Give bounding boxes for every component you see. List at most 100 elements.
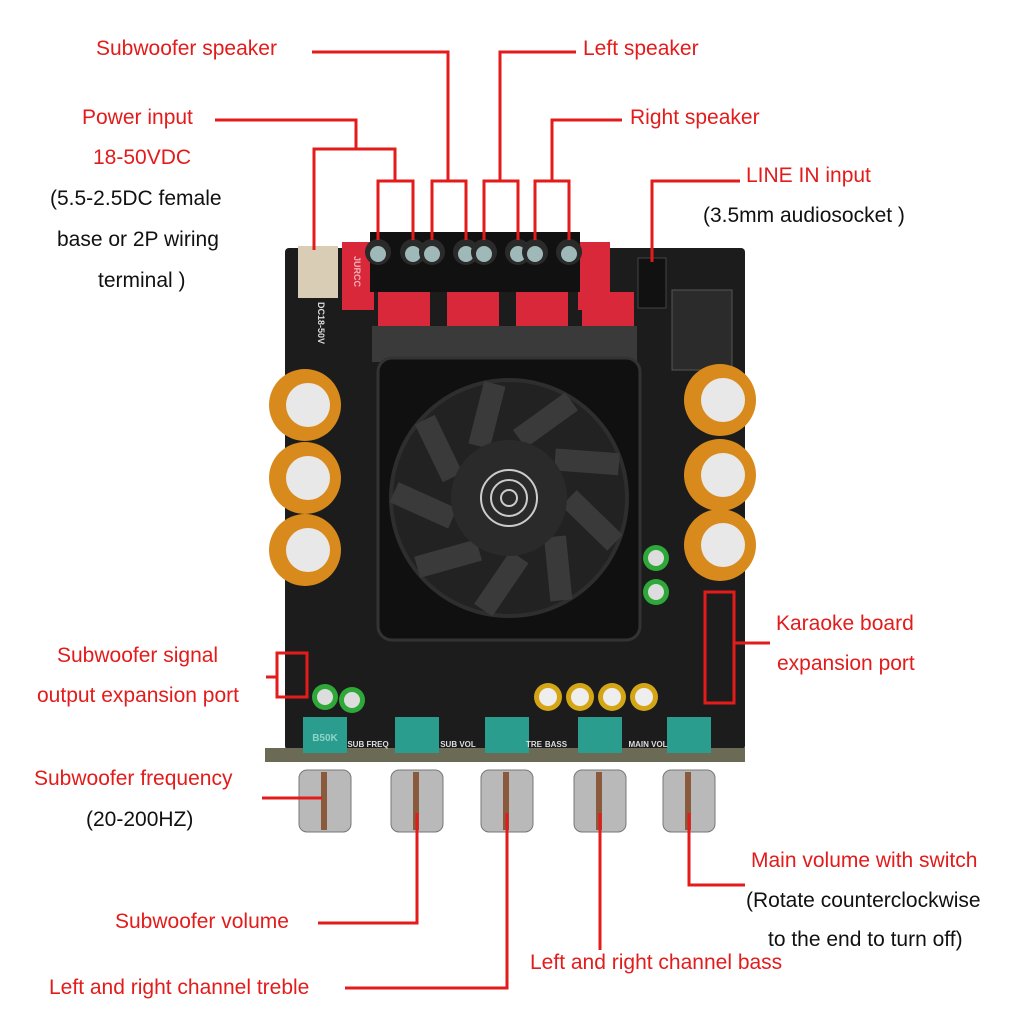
fan-blade — [468, 381, 506, 449]
label-power-voltage: 18-50VDC — [93, 146, 192, 169]
callout-lines — [215, 50, 770, 990]
callout-main-volume — [687, 813, 745, 887]
potentiometer — [578, 717, 622, 753]
callout-left-speaker — [498, 50, 576, 181]
potentiometer — [667, 717, 711, 753]
label-sub-volume: Subwoofer volume — [115, 910, 289, 933]
callout-power-bracket — [376, 179, 415, 240]
small-capacitor-top — [648, 550, 664, 566]
label-main-volume-note: (Rotate counterclockwise — [746, 889, 981, 912]
fan-blade — [512, 392, 578, 448]
inductor — [516, 292, 568, 326]
label-sub-signal: Subwoofer signal — [57, 644, 219, 667]
knob-marking-treble: TRE — [526, 740, 543, 749]
bluetooth-module — [671, 289, 733, 371]
small-capacitor-top — [571, 688, 589, 706]
fan-logo — [480, 469, 538, 527]
small-capacitor-top — [603, 688, 621, 706]
callout-line-in — [650, 179, 740, 262]
label-karaoke-port: expansion port — [777, 652, 915, 675]
inductor — [582, 292, 634, 326]
sub-signal-port-box — [275, 651, 309, 699]
callout-treble — [345, 813, 509, 990]
fan-logo-ring — [490, 479, 528, 517]
knob-marking-sub-vol: SUB VOL — [440, 740, 476, 749]
knob-marking-bass: BASS — [545, 740, 568, 749]
knob-marking-sub-freq: SUB FREQ — [347, 740, 388, 749]
terminal-screw-head — [561, 246, 577, 262]
terminal-screw-head — [424, 246, 440, 262]
terminal-screw-head — [510, 246, 526, 262]
fan-blade — [561, 490, 623, 551]
label-sub-signal: output expansion port — [37, 684, 239, 707]
small-capacitor-top — [344, 692, 360, 708]
terminal-screw-head — [527, 246, 543, 262]
label-power-input: Power input — [82, 106, 193, 129]
fan-blade — [474, 550, 529, 617]
board-edge — [265, 748, 745, 762]
label-main-volume-note: to the end to turn off) — [768, 928, 963, 951]
terminal-screw-head — [458, 246, 474, 262]
input-marking: DC18-50V — [316, 302, 326, 344]
callout-subwoofer-speaker — [312, 50, 450, 181]
fan-hub — [451, 440, 567, 556]
small-capacitor-top — [648, 584, 664, 600]
callout-sub-volume — [318, 813, 419, 925]
fan-blade — [414, 414, 463, 483]
callout-right-speaker — [550, 118, 622, 181]
label-sub-frequency-range: (20-200HZ) — [86, 808, 194, 831]
label-power-note: (5.5-2.5DC female — [50, 187, 222, 210]
terminal-screw-head — [405, 246, 421, 262]
inductor — [378, 292, 430, 326]
label-subwoofer-speaker: Subwoofer speaker — [96, 37, 277, 60]
label-bass: Left and right channel bass — [530, 951, 783, 974]
karaoke-port-box — [703, 590, 736, 705]
fan-blade — [389, 482, 458, 529]
label-line-in: LINE IN input — [746, 164, 871, 187]
callout-left-bracket — [482, 179, 520, 240]
small-capacitor-top — [317, 689, 333, 705]
capacitor-top — [701, 523, 745, 567]
label-main-volume: Main volume with switch — [751, 849, 978, 872]
label-karaoke-port: Karaoke board — [776, 612, 914, 635]
potentiometer — [485, 717, 529, 753]
callout-right-bracket — [533, 179, 571, 240]
capacitor-top — [286, 383, 330, 427]
capacitor-top — [701, 378, 745, 422]
callout-subwoofer-bracket — [430, 179, 468, 240]
terminal-brand-marking: JURCC — [352, 256, 362, 288]
fan-blade — [544, 535, 573, 602]
potentiometer — [395, 717, 439, 753]
capacitor-top — [701, 453, 745, 497]
knob-highlight — [321, 772, 327, 830]
label-treble: Left and right channel treble — [49, 976, 310, 999]
heatsink — [372, 326, 637, 362]
capacitor-top — [286, 456, 330, 500]
terminal-screw-head — [476, 246, 492, 262]
label-line-in-note: (3.5mm audiosocket ) — [703, 204, 905, 227]
label-power-note: base or 2P wiring — [57, 228, 219, 251]
dc-jack — [298, 246, 338, 298]
fan-logo-ring — [500, 489, 518, 507]
potentiometer — [303, 717, 347, 753]
capacitor-top — [286, 528, 330, 572]
label-right-speaker: Right speaker — [630, 106, 760, 129]
inductor — [447, 292, 499, 326]
label-power-note: terminal ) — [98, 269, 186, 292]
line-in-socket — [637, 257, 667, 309]
knob-highlight — [596, 772, 602, 830]
terminal-screw-head — [370, 246, 386, 262]
small-capacitor-top — [635, 688, 653, 706]
knob-marking-main-vol: MAIN VOL — [628, 740, 667, 749]
speaker-terminal-block — [370, 232, 580, 292]
label-sub-frequency: Subwoofer frequency — [34, 767, 233, 790]
small-capacitor-top — [539, 688, 557, 706]
knob-highlight — [413, 772, 419, 830]
pot-marking: B50K — [312, 733, 338, 744]
fan-blade — [414, 539, 482, 578]
knob-highlight — [503, 772, 509, 830]
label-left-speaker: Left speaker — [583, 37, 699, 60]
knob-highlight — [685, 772, 691, 830]
